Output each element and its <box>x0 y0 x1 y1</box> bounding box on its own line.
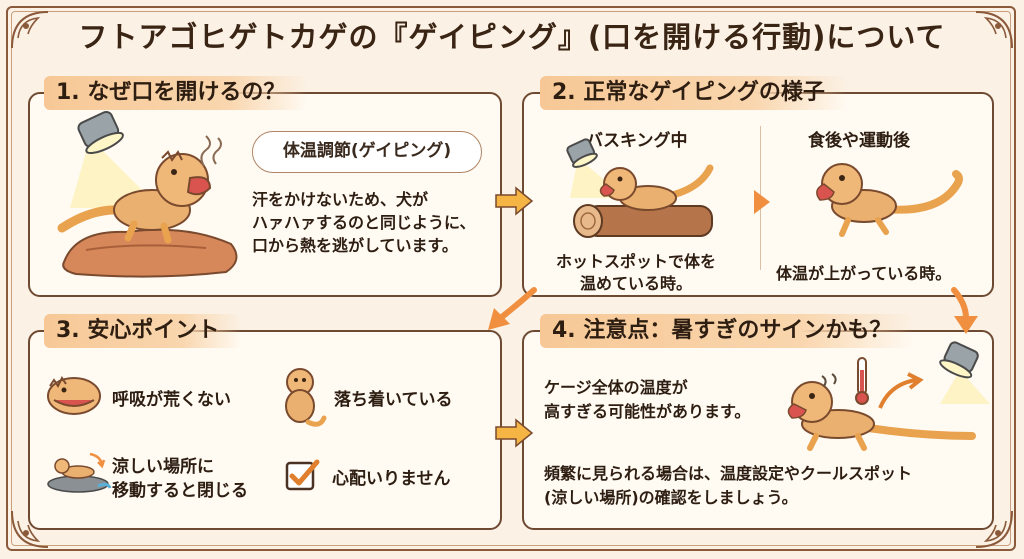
safe-point-1: 呼吸が荒くない <box>112 390 231 410</box>
gaping-lizard-icon <box>57 150 212 244</box>
active-lizard-icon <box>816 163 963 237</box>
after-meal-label: 食後や運動後 <box>808 131 910 151</box>
safe-point-3: 涼しい場所に <box>112 457 214 477</box>
arrow-down-icon <box>951 287 978 334</box>
safe-point-3: 移動すると閉じる <box>112 481 248 501</box>
section4-heading: 4. 注意点：暑すぎのサインかも？ <box>540 314 914 348</box>
safe-point-4: 心配いりません <box>332 469 451 489</box>
stressed-lizard-icon <box>787 373 976 451</box>
checkbox-checked-icon <box>285 459 320 491</box>
cool-spot-lizard-icon <box>47 452 112 493</box>
basking-label: バスキング中 <box>586 131 688 151</box>
section3-heading: 3. 安心ポイント <box>44 314 242 348</box>
after-meal-line: 体温が上がっている時。 <box>776 264 952 283</box>
rock-icon <box>62 228 238 278</box>
outer-frame <box>6 6 1016 551</box>
corner-ornament-icon <box>11 510 49 548</box>
section1-heading: 1. なぜ口を開けるの？ <box>44 76 308 110</box>
caution-line: ケージ全体の温度が <box>544 378 688 397</box>
safe-point-2: 落ち着いている <box>334 390 453 410</box>
log-icon <box>573 204 713 238</box>
corner-ornament-icon <box>975 510 1013 548</box>
section1-line: 口から熱を逃がしています。 <box>252 236 458 255</box>
corner-ornament-icon <box>975 11 1013 49</box>
inner-frame <box>11 11 1011 546</box>
thermometer-icon <box>855 357 869 405</box>
caution-advice: 頻繁に見られる場合は、温度設定やクールスポット <box>544 464 913 483</box>
speech-bubble: 体温調節(ゲイピング) <box>252 131 482 173</box>
panel-safe <box>28 330 502 530</box>
heat-lamp-icon <box>939 341 990 404</box>
heat-swirl-icon <box>200 135 222 167</box>
heat-arrow-icon <box>878 372 924 409</box>
caution-advice: (涼しい場所)の確認をしましょう。 <box>544 488 798 507</box>
arrow-right-icon <box>495 186 534 216</box>
basking-line: ホットスポットで体を <box>556 252 717 271</box>
caution-line: 高すぎる可能性があります。 <box>544 402 751 421</box>
sitting-lizard-icon <box>285 368 327 427</box>
arrow-down-left-icon <box>488 287 537 330</box>
section2-heading: 2. 正常なゲイピングの様子 <box>540 76 847 110</box>
calm-face-icon <box>47 376 101 415</box>
section1-line: ハァハァするのと同じように、 <box>252 213 476 232</box>
section1-line: 汗をかけないため、犬が <box>252 190 429 209</box>
play-arrow-icon <box>754 190 770 214</box>
basking-lizard-icon <box>599 164 714 211</box>
arrow-right-icon <box>495 418 534 448</box>
page-title: フトアゴヒゲトカゲの『ゲイピング』(口を開ける行動)について <box>78 20 946 54</box>
corner-ornament-icon <box>11 11 49 49</box>
basking-line: 温めている時。 <box>580 274 693 293</box>
